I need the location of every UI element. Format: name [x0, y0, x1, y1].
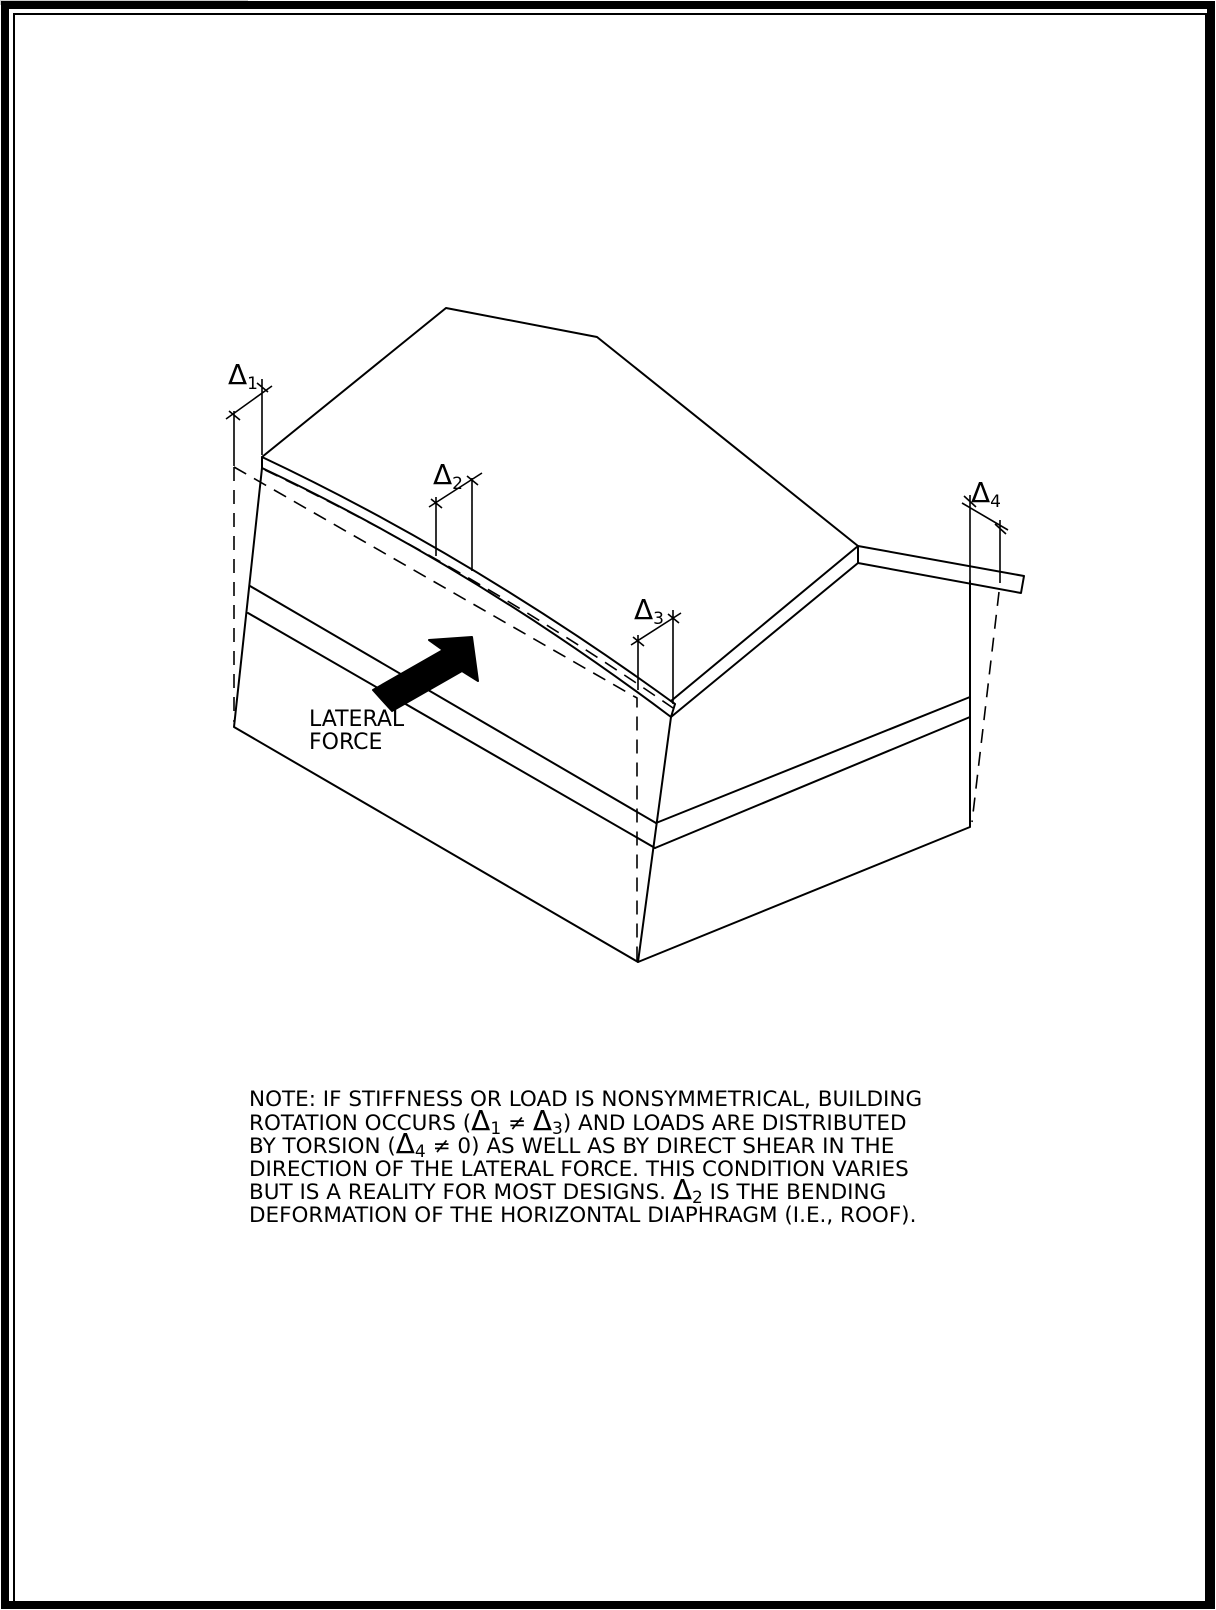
- deflected-roof-edge: [261, 456, 676, 705]
- delta2-label: Δ2: [433, 458, 463, 494]
- gable-eave: [857, 545, 1025, 594]
- delta2-dim: [428, 472, 483, 571]
- note-line-5: BUT IS A REALITY FOR MOST DESIGNS. Δ2 IS…: [249, 1173, 886, 1208]
- note-line-1: NOTE: IF STIFFNESS OR LOAD IS NONSYMMETR…: [249, 1087, 922, 1112]
- inner-border: [13, 13, 1207, 1607]
- delta1-label: Δ1: [228, 358, 258, 394]
- note-line-2: ROTATION OCCURS (Δ1 ≠ Δ3) AND LOADS ARE …: [249, 1104, 907, 1139]
- roof-outline: [261, 307, 859, 702]
- note-line-3: BY TORSION (Δ4 ≠ 0) AS WELL AS BY DIRECT…: [249, 1127, 894, 1162]
- delta3-dim: [630, 610, 682, 704]
- end-wall-band: [654, 696, 971, 849]
- end-wall: [637, 580, 971, 963]
- lateral-force-label-line2: FORCE: [309, 730, 382, 755]
- note-block: NOTE: IF STIFFNESS OR LOAD IS NONSYMMETR…: [249, 1087, 922, 1228]
- delta1-dim: [225, 379, 273, 466]
- delta3-label: Δ3: [634, 593, 664, 629]
- front-wall: [233, 467, 672, 963]
- note-line-4: DIRECTION OF THE LATERAL FORCE. THIS CON…: [249, 1157, 909, 1182]
- delta4-label: Δ4: [971, 476, 1001, 512]
- delta4-dim: [961, 495, 1009, 583]
- front-wall-band: [247, 585, 657, 849]
- original-roof-edge-dash: [264, 469, 674, 709]
- deflected-roof-edge-lower: [261, 467, 672, 718]
- lateral-force-arrow: [372, 636, 479, 712]
- roof-fascia-end: [261, 456, 859, 718]
- original-position-outline: [233, 466, 1000, 962]
- lateral-force-label-line1: LATERAL: [309, 707, 405, 732]
- building-diagram: LATERAL FORCE Δ1 Δ2 Δ3 Δ4: [225, 307, 1025, 963]
- note-line-6: DEFORMATION OF THE HORIZONTAL DIAPHRAGM …: [249, 1203, 916, 1228]
